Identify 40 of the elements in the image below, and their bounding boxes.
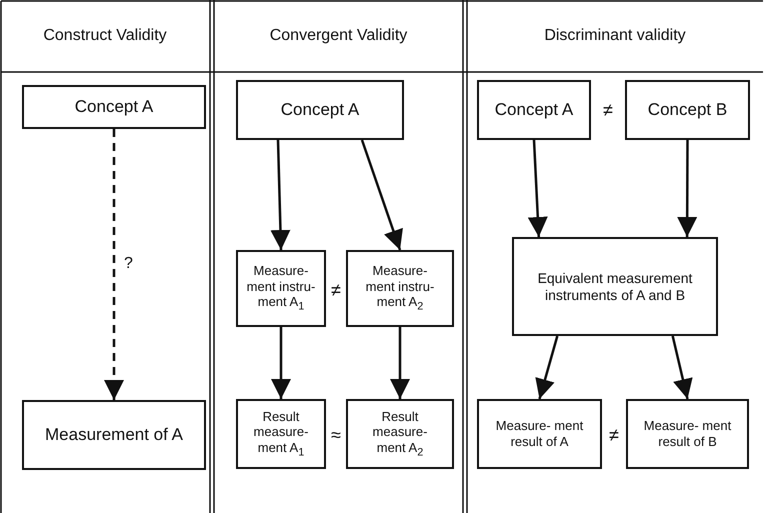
relation-symbol: ≠ [603, 100, 613, 120]
box-text: Measure- ment result of A [494, 418, 584, 450]
column-header: Convergent Validity [270, 27, 408, 44]
box-text: Measure- ment instru- ment A$_{2}$ [365, 263, 435, 314]
box-text: Measurement of A [45, 424, 183, 446]
relation-symbol: ≠ [331, 280, 341, 300]
box-text: Concept A [494, 100, 574, 120]
process-box [512, 237, 718, 336]
box-text: Measure- ment result of B [642, 418, 732, 450]
process-box [346, 399, 454, 469]
arrow [360, 140, 403, 250]
process-box [626, 399, 749, 469]
column-header: Construct Validity [43, 27, 167, 44]
process-box [236, 399, 326, 469]
process-box [22, 400, 206, 470]
box-text: Result measure- ment A$_{2}$ [372, 408, 428, 460]
arrow [535, 336, 559, 400]
process-box [346, 250, 454, 327]
arrow [271, 327, 291, 399]
arrow [270, 140, 290, 250]
arrow [671, 336, 693, 400]
arrow [390, 327, 410, 399]
process-box [477, 399, 602, 469]
process-box [477, 80, 591, 140]
column-header: Discriminant validity [544, 27, 686, 44]
box-text: Equivalent measurement instruments of A and B [536, 270, 694, 304]
process-box [625, 80, 750, 140]
arrow [677, 140, 698, 237]
box-text: Result measure- ment A$_{1}$ [252, 408, 310, 460]
relation-symbol: ≠ [609, 425, 619, 445]
arrow [528, 140, 548, 238]
box-text: Concept B [648, 100, 728, 120]
process-box [236, 250, 326, 327]
box-text: Concept A [280, 100, 360, 120]
box-text: Measure- ment instru- ment A$_{1}$ [246, 263, 316, 314]
arrow [104, 129, 124, 400]
process-box [236, 80, 404, 140]
relation-symbol: ≈ [331, 425, 341, 445]
box-text: Concept A [74, 96, 154, 118]
process-box [22, 85, 206, 129]
